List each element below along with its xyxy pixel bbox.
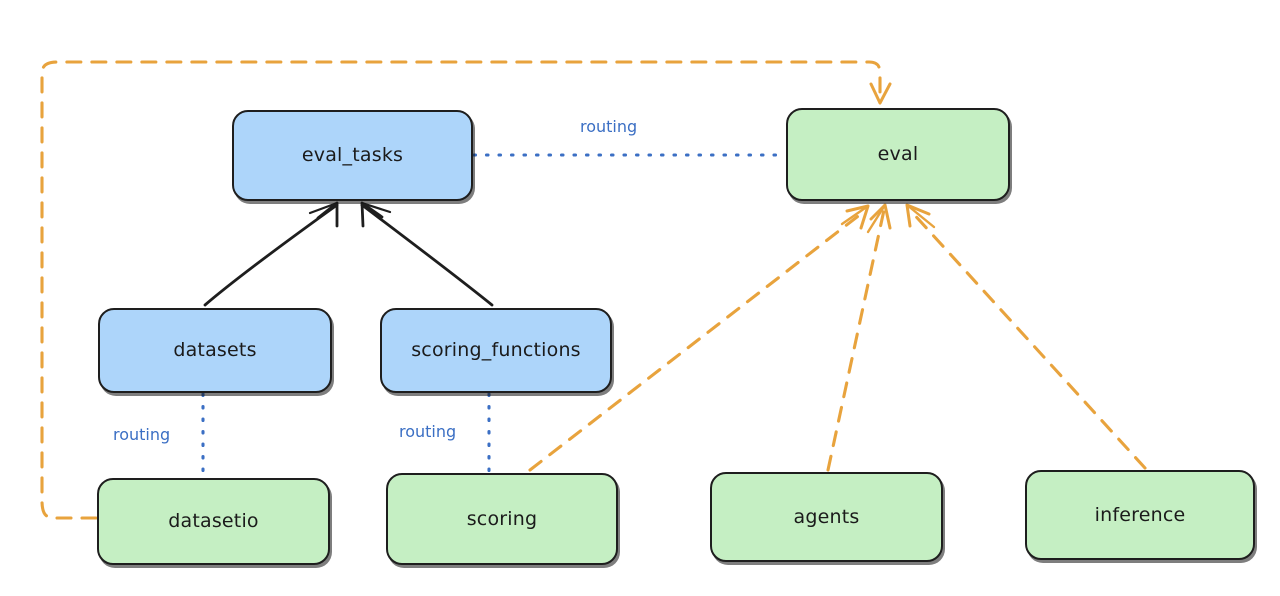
- edge-scoring-functions-to-eval-tasks: [360, 201, 494, 307]
- node-eval-tasks[interactable]: eval_tasks: [232, 110, 473, 201]
- node-label: eval: [877, 143, 919, 166]
- edge-inference-to-eval-dependency: [905, 203, 1147, 470]
- node-inference[interactable]: inference: [1025, 470, 1255, 560]
- node-label: agents: [793, 505, 860, 528]
- node-label: datasets: [173, 339, 257, 362]
- node-label: eval_tasks: [301, 144, 404, 167]
- node-agents[interactable]: agents: [710, 472, 943, 562]
- node-label: scoring: [466, 507, 538, 530]
- node-label: datasetio: [168, 510, 259, 533]
- edge-label-routing-datasets: routing: [113, 425, 171, 444]
- node-eval[interactable]: eval: [786, 108, 1010, 201]
- node-scoring[interactable]: scoring: [386, 473, 618, 565]
- node-datasets[interactable]: datasets: [98, 308, 332, 393]
- node-datasetio[interactable]: datasetio: [97, 478, 330, 565]
- node-label: inference: [1094, 503, 1186, 526]
- edge-datasets-to-eval-tasks: [203, 201, 339, 307]
- edge-agents-to-eval-dependency: [826, 203, 892, 472]
- edge-label-routing-scoring-functions: routing: [399, 422, 457, 441]
- node-label: scoring_functions: [411, 339, 581, 362]
- node-scoring-functions[interactable]: scoring_functions: [380, 308, 612, 393]
- edge-label-routing-eval: routing: [580, 117, 638, 136]
